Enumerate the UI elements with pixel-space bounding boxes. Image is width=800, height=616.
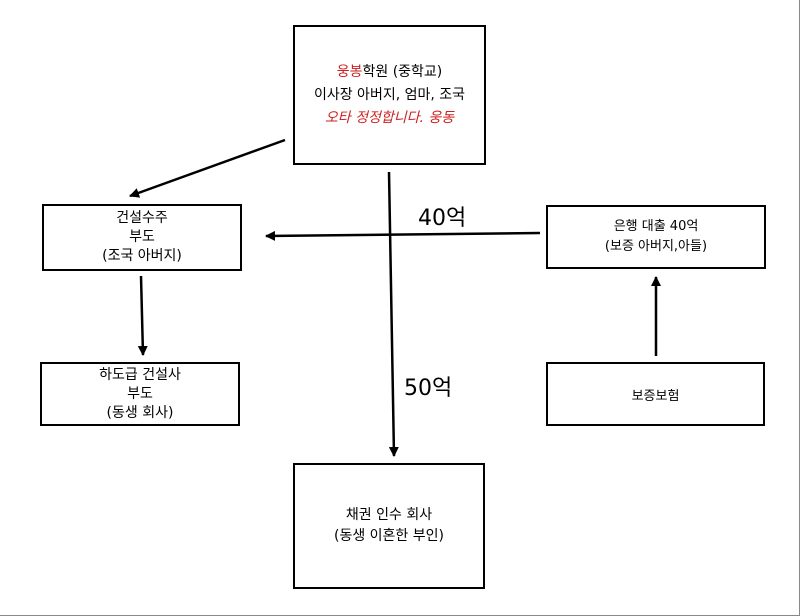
typo-correction-note: 오타 정정합니다. 웅동 bbox=[324, 109, 455, 126]
bank-loan-line1: 은행 대출 40억 bbox=[613, 219, 699, 234]
amount-label-50: 50억 bbox=[404, 376, 453, 401]
debt-acquisition-box: 채권 인수 회사 (동생 이혼한 부인) bbox=[293, 463, 485, 589]
construction-line2: 부도 bbox=[129, 229, 155, 245]
arrow-top-to-construction bbox=[129, 138, 286, 198]
amount-label-40: 40억 bbox=[418, 206, 467, 231]
debt-acquisition-line2: (동생 이혼한 부인) bbox=[334, 528, 444, 544]
guarantee-insurance-label: 보증보험 bbox=[631, 388, 680, 404]
subcontractor-box: 하도급 건설사 부도 (동생 회사) bbox=[40, 362, 240, 426]
school-name-prefix: 웅봉 bbox=[336, 63, 363, 80]
school-board-members: 이사장 아버지, 엄마, 조국 bbox=[313, 86, 466, 103]
bank-loan-line2: (보증 아버지,아들) bbox=[604, 239, 708, 254]
subcontractor-line3: (동생 회사) bbox=[106, 404, 174, 421]
guarantee-insurance-box: 보증보험 bbox=[546, 362, 765, 426]
arrow-construction-to-subcontractor bbox=[137, 275, 148, 356]
construction-line1: 건설수주 bbox=[116, 210, 168, 226]
debt-acquisition-line1: 채권 인수 회사 bbox=[345, 507, 433, 523]
school-name-line: 웅봉학원 (중학교) bbox=[337, 61, 443, 84]
subcontractor-line2: 부도 bbox=[127, 385, 153, 402]
construction-box: 건설수주 부도 (조국 아버지) bbox=[42, 204, 242, 271]
top-box-school: 웅봉학원 (중학교) 이사장 아버지, 엄마, 조국 오타 정정합니다. 웅동 bbox=[293, 25, 486, 165]
construction-line3: (조국 아버지) bbox=[102, 248, 182, 264]
arrow-bank-to-construction bbox=[265, 230, 541, 241]
subcontractor-line1: 하도급 건설사 bbox=[99, 366, 181, 383]
arrow-top-to-debt-company bbox=[387, 171, 399, 457]
bank-loan-box: 은행 대출 40억 (보증 아버지,아들) bbox=[546, 205, 766, 269]
school-name-rest: 학원 (중학교) bbox=[362, 63, 443, 80]
